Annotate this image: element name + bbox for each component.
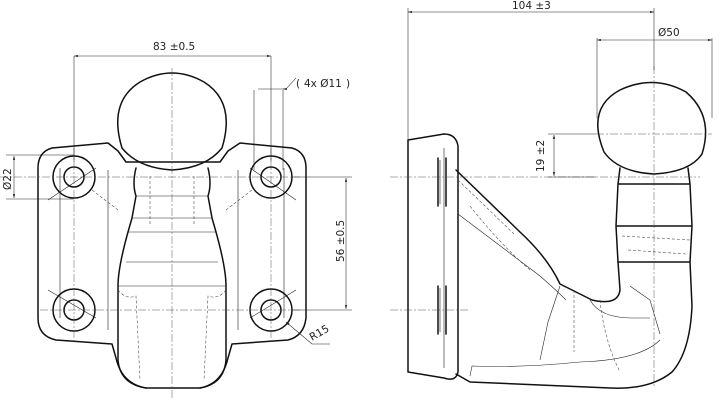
side-plate-inner: [439, 148, 445, 368]
side-centerlines: [390, 66, 712, 386]
side-arm-details: [457, 213, 661, 377]
side-view: 104 ±3 Ø50 19 ±2: [390, 0, 713, 389]
side-mount-plate: [407, 133, 459, 380]
dim-19: 19 ±2: [535, 133, 596, 178]
dim-19-label: 19 ±2: [535, 140, 547, 172]
dim-4x-11: 4x Ø11 ( ): [253, 77, 350, 170]
front-neck: [117, 167, 227, 389]
dim-56: 56 ±0.5: [292, 176, 352, 311]
dim-r15: R15: [285, 321, 332, 345]
side-neck: [615, 167, 693, 263]
dim-83-label: 83 ±0.5: [153, 41, 195, 53]
front-view: 83 ±0.5 4x Ø11 ( ) Ø22 56 ±0.5 R15: [0, 41, 352, 398]
dim-4x-11-label: 4x Ø11: [304, 78, 342, 90]
dim-22: Ø22: [2, 154, 74, 200]
side-hidden-lines: [457, 179, 621, 373]
dim-50: Ø50: [596, 27, 713, 118]
side-neck-hidden: [621, 235, 691, 255]
dim-22-label: Ø22: [2, 168, 14, 190]
side-ball: [597, 81, 707, 175]
front-rib-lines: [47, 167, 297, 330]
front-hidden-lines: [91, 176, 253, 381]
dim-r15-label: R15: [308, 323, 332, 344]
side-plate-slots: [437, 157, 447, 335]
dim-50-label: Ø50: [658, 27, 680, 39]
dim-104: 104 ±3: [407, 0, 655, 140]
front-ball: [117, 72, 227, 171]
svg-text:): ): [346, 78, 350, 90]
svg-text:(: (: [296, 78, 300, 90]
dim-83: 83 ±0.5: [73, 41, 272, 162]
side-arm: [455, 169, 693, 389]
dim-104-label: 104 ±3: [512, 0, 551, 12]
front-centerlines: [0, 68, 300, 398]
dim-56-label: 56 ±0.5: [335, 220, 347, 262]
